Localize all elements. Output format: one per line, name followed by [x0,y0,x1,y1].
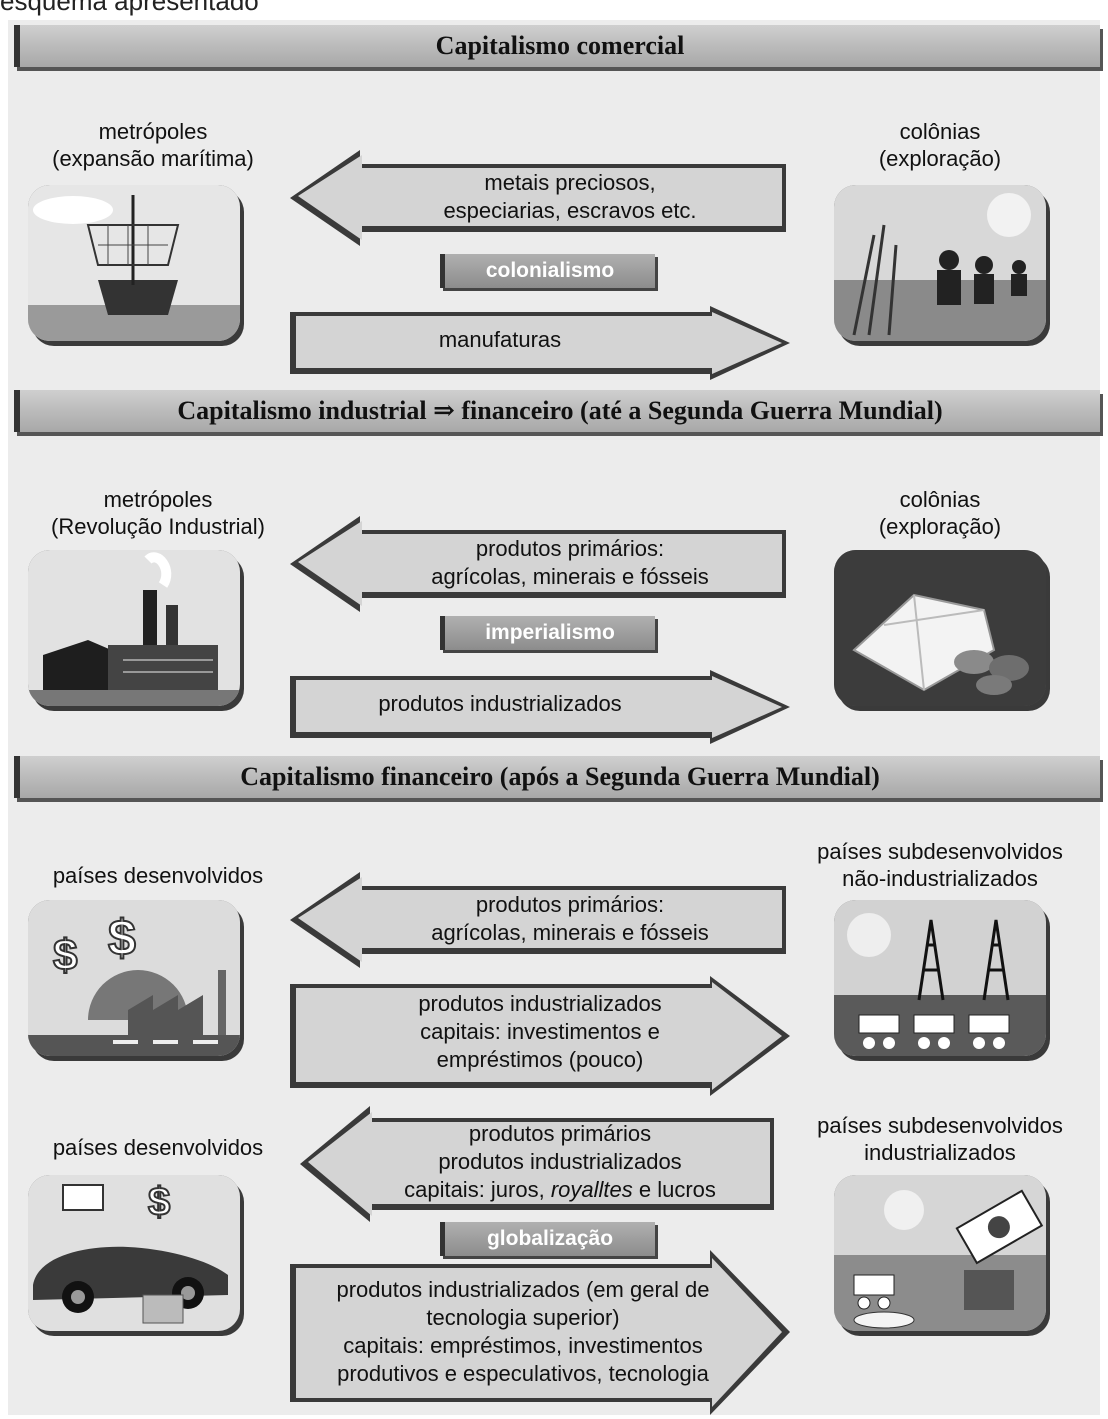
plantation-workers-icon [834,185,1046,341]
section-3-row-2-arrow-out-text: produtos industrializados (em geral de t… [336,1277,710,1386]
section-3-badge: globalização [440,1222,655,1256]
section-3-title: Capitalismo financeiro (após a Segunda G… [14,756,1100,798]
money-industry-icon: $ $ [28,900,240,1056]
arrow-in-line-3-suffix: e lucros [632,1177,716,1202]
section-3-row-2-arrow-in: produtos primários produtos industrializ… [300,1106,778,1222]
section-3-row-1-arrow-in: produtos primários: agrícolas, minerais … [290,872,790,968]
section-3-row-1-right-label: países subdesenvolvidos não-industrializ… [817,839,1063,891]
section-2-left-label: metrópoles (Revolução Industrial) [51,487,265,539]
section-1-arrow-in-text: metais preciosos, especiarias, escravos … [443,170,697,223]
page-caption: esquema apresentado [0,0,259,16]
section-1-title: Capitalismo comercial [14,25,1100,67]
svg-text:$: $ [53,931,77,980]
section-1-arrow-in: metais preciosos, especiarias, escravos … [290,150,790,246]
section-1-arrow-out: manufaturas [290,306,790,380]
minerals-icon [834,550,1046,706]
section-2-right-label: colônias (exploração) [878,487,1002,539]
section-3-row-1-arrow-out-text: produtos industrializados capitais: inve… [418,991,662,1072]
section-1-right-label: colônias (exploração) [878,119,1002,171]
svg-text:$: $ [148,1180,170,1224]
arrow-in-line-2: produtos industrializados [438,1149,682,1174]
arrow-in-line-1: produtos primários [468,1121,652,1146]
ship-icon [28,185,240,341]
arrow-in-line-3-italic: royalltes [550,1177,633,1202]
banknotes-icon [834,1175,1046,1331]
section-2-arrow-out: produtos industrializados [290,670,790,744]
section-1-badge: colonialismo [440,254,655,288]
section-1-arrow-out-text: manufaturas [438,327,562,352]
section-3-row-2-arrow-in-text: produtos primários produtos industrializ… [360,1120,760,1204]
section-3-row-1-arrow-out: produtos industrializados capitais: inve… [290,976,790,1096]
svg-text:$: $ [108,910,136,966]
section-1-left-label: metrópoles (expansão marítima) [52,119,254,171]
factory-icon [28,550,240,706]
section-2-arrow-in: produtos primários: agrícolas, minerais … [290,516,790,612]
section-3-row-2-left-label: países desenvolvidos [52,1135,264,1160]
section-3-row-2-arrow-out: produtos industrializados (em geral de t… [290,1250,790,1415]
section-2-arrow-out-text: produtos industrializados [378,691,622,716]
arrow-in-line-3: capitais: juros, royalltes e lucros [404,1176,716,1204]
section-2-badge: imperialismo [440,616,655,650]
section-3-row-1-arrow-in-text: produtos primários: agrícolas, minerais … [431,892,709,945]
section-3-row-2-right-label: países subdesenvolvidos industrializados [817,1113,1063,1165]
oil-derrick-icon [834,900,1046,1056]
arrow-in-line-3-prefix: capitais: juros, [404,1177,551,1202]
section-2-arrow-in-text: produtos primários: agrícolas, minerais … [431,536,709,589]
section-2-title: Capitalismo industrial ⇒ financeiro (até… [14,390,1100,432]
section-3-row-1-left-label: países desenvolvidos [52,863,264,888]
car-computer-icon: $ [28,1175,240,1331]
